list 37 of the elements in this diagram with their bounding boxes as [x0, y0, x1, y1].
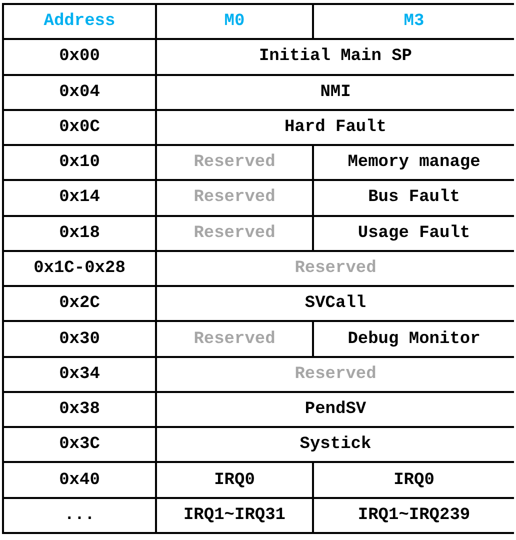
address-label: 0x40: [4, 463, 155, 497]
address-label: 0x10: [4, 146, 155, 180]
exception-name: Bus Fault: [314, 181, 514, 215]
address-label: 0x34: [4, 358, 155, 391]
exception-name: IRQ1~IRQ239: [314, 498, 514, 532]
column-header: Address: [4, 5, 155, 38]
exception-name: PendSV: [157, 392, 514, 426]
address-label: 0x38: [4, 392, 155, 426]
exception-name: Hard Fault: [157, 110, 514, 144]
exception-name: IRQ0: [314, 463, 514, 497]
address-label: 0x00: [4, 40, 155, 74]
exception-name: Initial Main SP: [157, 40, 514, 74]
address-label: 0x1C-0x28: [4, 252, 155, 286]
exception-name: Reserved: [157, 146, 312, 180]
address-label: 0x30: [4, 322, 155, 356]
exception-name: IRQ1~IRQ31: [157, 498, 312, 532]
address-label: 0x18: [4, 216, 155, 250]
exception-name: Systick: [157, 428, 514, 462]
column-header: M3: [314, 5, 514, 38]
exception-name: Reserved: [157, 181, 312, 215]
exception-name: Debug Monitor: [314, 322, 514, 356]
address-label: 0x14: [4, 181, 155, 215]
exception-name: IRQ0: [157, 463, 312, 497]
exception-name: SVCall: [157, 287, 514, 320]
exception-name: Memory manage: [314, 146, 514, 180]
exception-name: Usage Fault: [314, 216, 514, 250]
exception-name: NMI: [157, 76, 514, 109]
column-header: M0: [157, 5, 312, 38]
exception-name: Reserved: [157, 216, 312, 250]
address-label: 0x3C: [4, 428, 155, 462]
address-label: 0x2C: [4, 287, 155, 320]
exception-name: Reserved: [157, 358, 514, 391]
address-label: 0x0C: [4, 110, 155, 144]
exception-name: Reserved: [157, 252, 514, 286]
address-label: ...: [4, 498, 155, 532]
exception-name: Reserved: [157, 322, 312, 356]
address-label: 0x04: [4, 76, 155, 109]
